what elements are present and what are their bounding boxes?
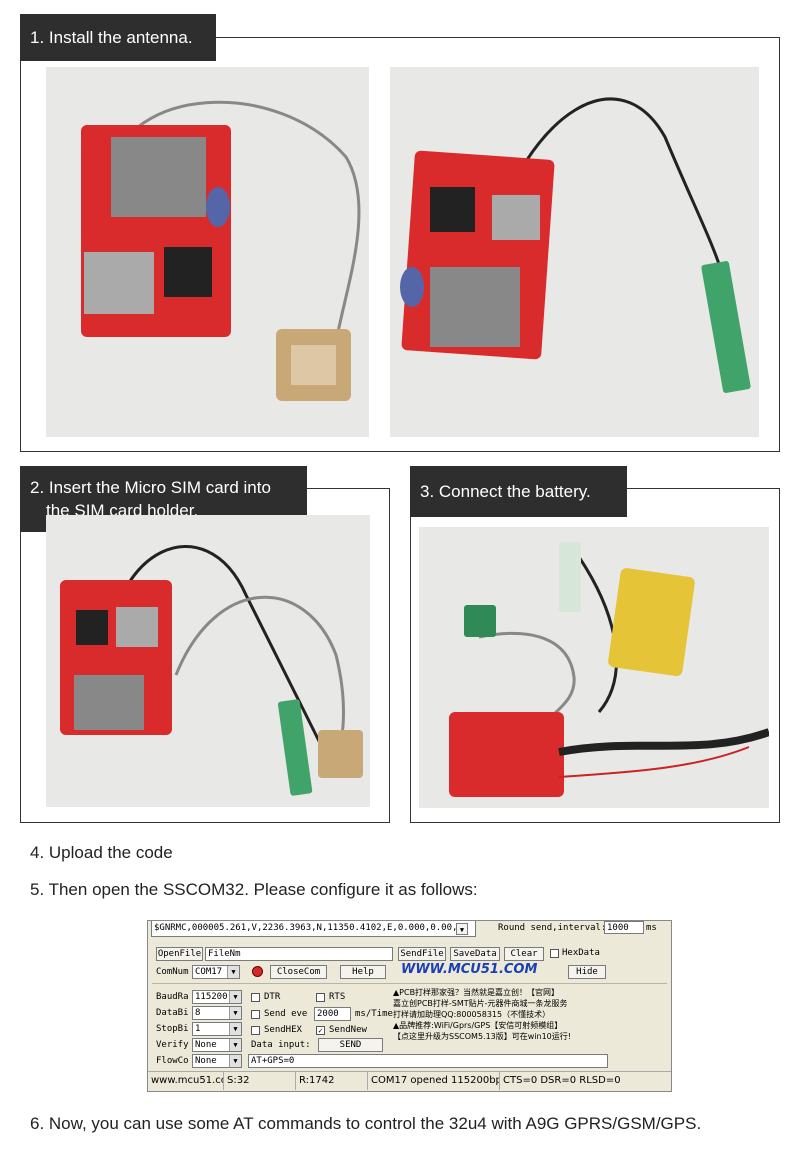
ad-line[interactable]: ▲品牌推荐:WiFi/Gprs/GPS【安信可射频模组】 <box>393 1021 563 1030</box>
send-hex-checkbox[interactable] <box>251 1026 260 1035</box>
ad-line[interactable]: 【点这里升级为SSCOM5.13版】可在win10运行! <box>393 1032 571 1041</box>
step2-photo <box>46 515 370 807</box>
help-button[interactable]: Help <box>340 965 386 979</box>
step1-title: 1. Install the antenna. <box>20 14 216 61</box>
step4-text: 4. Upload the code <box>30 843 173 862</box>
scroll-down-arrow[interactable]: ▼ <box>456 923 468 935</box>
com-num-select[interactable]: COM17 ▼ <box>192 965 240 979</box>
databits-value: 8 <box>195 1008 201 1018</box>
step1-photo-front <box>46 67 369 437</box>
send-hex-label: SendHEX <box>264 1025 302 1035</box>
status-bar: www.mcu51.cor S:32 R:1742 COM17 opened 1… <box>148 1071 671 1091</box>
stopbits-value: 1 <box>195 1024 201 1034</box>
send-every-label: Send eve <box>264 1009 308 1019</box>
ms-time-label: ms/Time <box>355 1009 393 1019</box>
file-name-field[interactable]: FileNm <box>205 947 393 961</box>
databits-select[interactable]: 8 ▼ <box>192 1006 242 1020</box>
dtr-label: DTR <box>264 992 281 1002</box>
ad-line[interactable]: 嘉立创PCB打样-SMT贴片-元器件商城一条龙服务 <box>393 999 568 1008</box>
com-num-value: COM17 <box>195 967 223 977</box>
hex-data-checkbox[interactable] <box>550 949 559 958</box>
send-button[interactable]: SEND <box>318 1038 383 1052</box>
chevron-down-icon: ▼ <box>229 1055 241 1067</box>
step2-title-line1: 2. Insert the Micro SIM card into <box>30 478 271 497</box>
flow-value: None <box>195 1056 217 1066</box>
hex-data-label: HexData <box>562 948 600 958</box>
status-received: R:1742 <box>296 1072 368 1090</box>
receive-text: $GNRMC,000005.261,V,2236.3963,N,11350.41… <box>154 923 469 933</box>
chevron-down-icon: ▼ <box>227 966 239 978</box>
rts-checkbox[interactable] <box>316 993 325 1002</box>
chevron-down-icon: ▼ <box>229 1007 241 1019</box>
receive-area[interactable]: $GNRMC,000005.261,V,2236.3963,N,11350.41… <box>151 921 476 937</box>
send-every-checkbox[interactable] <box>251 1010 260 1019</box>
port-status-icon <box>252 966 263 977</box>
status-sent: S:32 <box>224 1072 296 1090</box>
status-url[interactable]: www.mcu51.cor <box>148 1072 224 1090</box>
ad-line[interactable]: ▲PCB打样那家强？当然就是嘉立创！【官网】 <box>393 988 560 997</box>
baud-select[interactable]: 115200 ▼ <box>192 990 242 1004</box>
databits-label: DataBi <box>156 1008 189 1018</box>
flow-label: FlowCo <box>156 1056 189 1066</box>
dtr-checkbox[interactable] <box>251 993 260 1002</box>
mcu51-logo: WWW.MCU51.COM <box>401 962 538 977</box>
clear-button[interactable]: Clear <box>504 947 544 961</box>
step6-text: 6. Now, you can use some AT commands to … <box>30 1114 702 1133</box>
data-input-label: Data input: <box>251 1040 311 1050</box>
send-new-label: SendNew <box>329 1025 367 1035</box>
step1-frame <box>20 37 780 452</box>
stopbits-label: StopBi <box>156 1024 189 1034</box>
baud-value: 115200 <box>195 992 228 1002</box>
send-file-button[interactable]: SendFile <box>398 947 446 961</box>
ad-panel: ▲PCB打样那家强？当然就是嘉立创！【官网】 嘉立创PCB打样-SMT贴片-元器… <box>393 987 613 1042</box>
save-data-button[interactable]: SaveData <box>450 947 500 961</box>
verify-value: None <box>195 1040 217 1050</box>
close-com-button[interactable]: CloseCom <box>270 965 327 979</box>
sscom-window: $GNRMC,000005.261,V,2236.3963,N,11350.41… <box>147 920 672 1092</box>
round-send-unit: ms <box>646 923 657 933</box>
rts-label: RTS <box>329 992 346 1002</box>
stopbits-select[interactable]: 1 ▼ <box>192 1022 242 1036</box>
open-file-button[interactable]: OpenFile <box>156 947 203 961</box>
status-com: COM17 opened 115200bp <box>368 1072 500 1090</box>
chevron-down-icon: ▼ <box>229 1023 241 1035</box>
data-input-field[interactable]: AT+GPS=0 <box>248 1054 608 1068</box>
round-send-interval[interactable]: 1000 <box>604 921 644 934</box>
round-send-label: Round send,interval: <box>498 923 607 933</box>
status-lines: CTS=0 DSR=0 RLSD=0 <box>503 1075 621 1086</box>
flow-select[interactable]: None ▼ <box>192 1054 242 1068</box>
com-num-label: ComNum <box>156 967 189 977</box>
step3-photo <box>419 527 769 808</box>
step1-photo-back <box>390 67 759 437</box>
ad-line[interactable]: 打样请加助理QQ:800058315（不懂技术） <box>393 1010 551 1019</box>
send-new-checkbox[interactable]: ✓ <box>316 1026 325 1035</box>
chevron-down-icon: ▼ <box>229 1039 241 1051</box>
verify-select[interactable]: None ▼ <box>192 1038 242 1052</box>
divider <box>152 983 667 984</box>
chevron-down-icon: ▼ <box>229 991 241 1003</box>
baud-label: BaudRa <box>156 992 189 1002</box>
hide-button[interactable]: Hide <box>568 965 606 979</box>
step3-title: 3. Connect the battery. <box>410 466 627 517</box>
send-every-field[interactable]: 2000 <box>314 1007 351 1021</box>
step5-text: 5. Then open the SSCOM32. Please configu… <box>30 880 478 899</box>
verify-label: Verify <box>156 1040 189 1050</box>
